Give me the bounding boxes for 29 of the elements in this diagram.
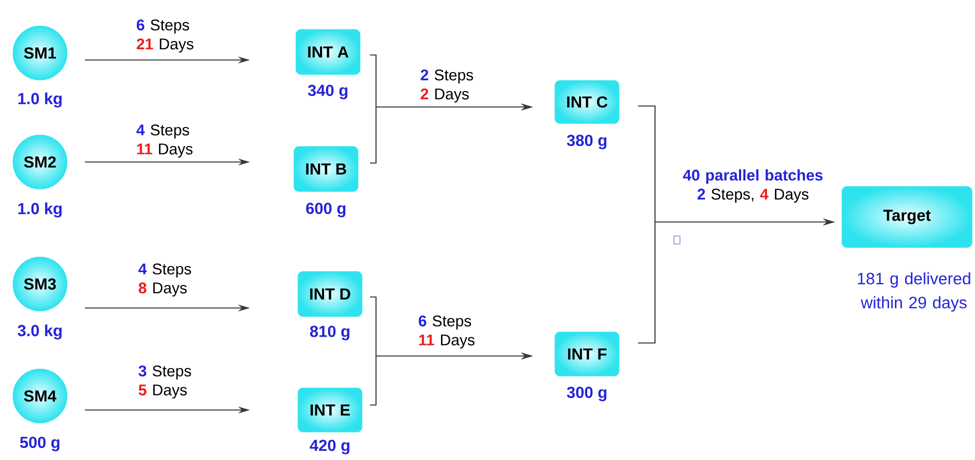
- rounded-box: INT A: [296, 29, 360, 75]
- result-note: 181 g delivered within 29 days: [858, 272, 970, 312]
- edge-label: 6 Steps 11 Days: [417, 314, 482, 350]
- amount-label: 500 g: [20, 436, 60, 452]
- circle-node: SM2: [12, 134, 68, 190]
- edge-label: 40 parallel batches 2 Steps, 4 Days: [676, 168, 830, 204]
- edge-label: 3 Steps 5 Days: [137, 364, 202, 400]
- amount-label: 3.0 kg: [18, 324, 62, 340]
- rounded-box: INT B: [294, 146, 358, 192]
- amount-label: 1.0 kg: [18, 202, 62, 218]
- amount-label: 420 g: [310, 440, 350, 454]
- edge-label: 4 Steps 11 Days: [135, 123, 200, 159]
- edge-label: 4 Steps 8 Days: [137, 262, 202, 298]
- circle-node: SM4: [12, 368, 68, 424]
- amount-label: 340 g: [308, 84, 348, 100]
- rounded-box: INT D: [298, 271, 362, 317]
- amount-label: 810 g: [310, 326, 350, 340]
- edge-label: 2 Steps 2 Days: [419, 68, 484, 104]
- rounded-box: INT C: [554, 80, 620, 124]
- edge-label: 6 Steps 21 Days: [135, 18, 200, 54]
- amount-label: 380 g: [566, 134, 606, 150]
- circle-node: SM1: [12, 26, 68, 80]
- rounded-box: INT E: [298, 388, 362, 432]
- target-box: Target: [842, 186, 972, 248]
- rounded-box: INT F: [554, 332, 620, 376]
- circle-node: SM3: [12, 256, 68, 312]
- amount-label: 1.0 kg: [18, 92, 62, 108]
- amount-label: 600 g: [306, 202, 346, 218]
- amount-label: 300 g: [566, 386, 606, 402]
